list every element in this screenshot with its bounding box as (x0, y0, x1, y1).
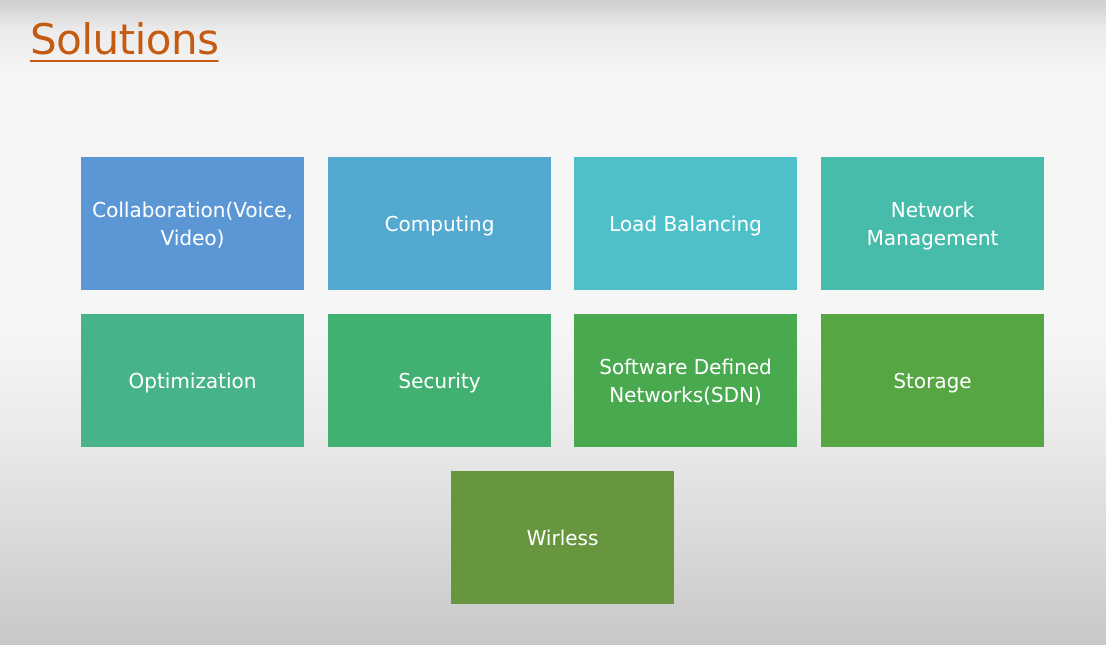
tile-label: Computing (384, 211, 495, 236)
tile-sdn: Software Defined Networks(SDN) (574, 314, 797, 447)
tile-wireless: Wirless (451, 471, 674, 604)
tile-security: Security (328, 314, 551, 447)
tile-label: Load Balancing (609, 211, 762, 236)
tile-computing: Computing (328, 157, 551, 290)
tile-optimization: Optimization (81, 314, 304, 447)
tile-network-management: Network Management (821, 157, 1044, 290)
tile-storage: Storage (821, 314, 1044, 447)
tile-label: Wirless (526, 525, 599, 550)
tile-label: Storage (893, 368, 972, 393)
tile-label: Security (398, 368, 481, 393)
tile-label: Software Defined Networks(SDN) (599, 354, 772, 407)
slide-title: Solutions (30, 15, 219, 64)
tile-collaboration: Collaboration(Voice, Video) (81, 157, 304, 290)
tile-label: Optimization (128, 368, 257, 393)
tile-load-balancing: Load Balancing (574, 157, 797, 290)
tile-label: Network Management (866, 197, 999, 250)
tile-label: Collaboration(Voice, Video) (92, 197, 293, 250)
